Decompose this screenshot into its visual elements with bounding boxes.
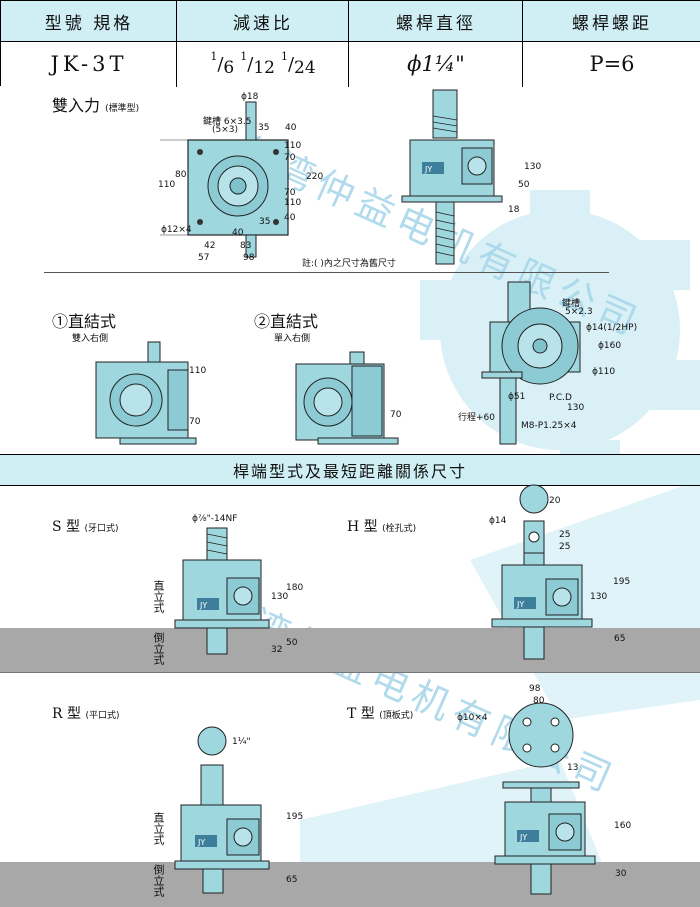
- pitch-value: P=6: [523, 41, 700, 87]
- svg-text:JY: JY: [516, 600, 524, 609]
- motor-dim-51: ϕ51: [508, 392, 526, 402]
- dim-80: 80: [175, 170, 187, 180]
- upright-label-1: 直立式: [152, 580, 165, 613]
- r-type-title: R 型 (平口式): [52, 706, 120, 722]
- dim-key-label-old: (5×3): [212, 125, 239, 135]
- svg-text:JY: JY: [519, 833, 527, 842]
- t-dim-98: 98: [529, 684, 541, 694]
- caption-ratio: 減速比: [177, 1, 349, 41]
- r-dim-195: 195: [286, 812, 304, 822]
- direct-2-dim-70: 70: [390, 410, 402, 420]
- divider-1: [44, 272, 609, 273]
- r-dim-65: 65: [286, 875, 298, 885]
- direct-type-1-drawing: [95, 341, 197, 445]
- motor-key-size: 5×2.3: [565, 307, 593, 317]
- direct-type-2-title: ②直結式: [254, 312, 319, 331]
- direct-1-dim-110: 110: [189, 366, 207, 376]
- double-input-front-view: [160, 101, 289, 258]
- s-dim-50: 50: [286, 638, 298, 648]
- motor-dim-pcd: P.C.D: [549, 393, 572, 403]
- floor-band-2: [0, 862, 700, 907]
- upright-label-2: 直立式: [152, 812, 165, 845]
- h-dim-25b: 25: [559, 542, 571, 552]
- h-dim-14: ϕ14: [489, 516, 507, 526]
- dim-35-bottom: 35: [259, 217, 271, 227]
- s-thread: ϕ⅞"-14NF: [192, 514, 238, 524]
- direct-type-2-drawing: [295, 351, 399, 445]
- s-dim-180: 180: [286, 583, 304, 593]
- motor-key: 鍵槽: [562, 299, 581, 309]
- r-dim-diameter: 1¼": [232, 737, 251, 747]
- double-input-side-view: JY: [401, 89, 503, 265]
- svg-text:JY: JY: [197, 838, 205, 847]
- side-dim-50: 50: [518, 180, 530, 190]
- dim-40-bottom: 40: [284, 213, 296, 223]
- svg-text:JY: JY: [424, 165, 432, 174]
- screw-diameter-value: ϕ1¼": [349, 41, 523, 87]
- side-dim-18: 18: [508, 205, 520, 215]
- dim-shaft-dia: ϕ18: [241, 92, 259, 102]
- h-type-drawing: JY: [491, 484, 593, 660]
- direct-type-1-title: ①直結式: [52, 312, 117, 331]
- motor-dim-130: 130: [567, 403, 585, 413]
- direct-1-dim-70: 70: [189, 417, 201, 427]
- floor-band-1: [0, 628, 700, 672]
- r-type-drawing: JY: [174, 726, 270, 894]
- h-dim-25a: 25: [559, 530, 571, 540]
- motor-dim-110: ϕ110: [592, 367, 616, 377]
- h-dim-65: 65: [614, 634, 626, 644]
- rod-end-types-title: 桿端型式及最短距離關係尺寸: [0, 454, 700, 486]
- h-dim-130: 130: [590, 592, 608, 602]
- section1-title: 雙入力 (標準型): [52, 96, 140, 115]
- t-type-title: T 型 (頂板式): [347, 706, 414, 722]
- s-type-drawing: JY: [174, 527, 270, 655]
- spec-header-table: 型號 規格 減速比 螺桿直徑 螺桿螺距 JK-3T 1/6 1/12 1/24 …: [0, 0, 700, 87]
- divider-3: [0, 672, 700, 673]
- dim-35-top: 35: [258, 123, 270, 133]
- h-type-title: H 型 (栓孔式): [347, 519, 417, 535]
- dim-110-left: 110: [158, 180, 176, 190]
- model-value: JK-3T: [1, 41, 177, 87]
- motor-bolt: M8-P1.25×4: [521, 421, 577, 431]
- dim-110-top: 110: [284, 141, 302, 151]
- caption-pitch: 螺桿螺距: [523, 1, 700, 41]
- dim-42: 42: [204, 241, 216, 251]
- t-dim-bolt: ϕ10×4: [457, 713, 488, 723]
- dim-98: 98: [243, 253, 255, 263]
- direct-type-1-subtitle: 雙入右側: [72, 334, 109, 344]
- dim-220: 220: [306, 172, 324, 182]
- inverted-label-1: 倒立式: [152, 632, 165, 665]
- dim-57: 57: [198, 253, 210, 263]
- dim-40-top: 40: [285, 123, 297, 133]
- dim-bolt: ϕ12×4: [161, 225, 192, 235]
- t-dim-160: 160: [614, 821, 632, 831]
- caption-model: 型號 規格: [1, 1, 177, 41]
- s-type-title: S 型 (牙口式): [52, 519, 119, 535]
- dim-40-b: 40: [232, 228, 244, 238]
- caption-screw-diameter: 螺桿直徑: [349, 1, 523, 41]
- ratio-value: 1/6 1/12 1/24: [177, 41, 349, 87]
- h-dim-195: 195: [613, 577, 631, 587]
- dim-key-label: 鍵槽 6×3.5: [203, 117, 252, 127]
- motor-dim-160: ϕ160: [598, 341, 622, 351]
- size-note: 註:( )內之尺寸為舊尺寸: [302, 259, 396, 269]
- h-dim-20: 20: [549, 496, 561, 506]
- t-dim-13: 13: [567, 763, 579, 773]
- direct-type-2-subtitle: 單入右側: [274, 334, 311, 344]
- motor-dim-shaft: ϕ14(1/2HP): [586, 323, 638, 333]
- motor-stroke: 行程+60: [458, 413, 495, 423]
- inverted-label-2: 倒立式: [152, 864, 165, 897]
- t-dim-80: 80: [533, 696, 545, 706]
- s-dim-32: 32: [271, 645, 283, 655]
- side-dim-130: 130: [524, 162, 542, 172]
- motor-mount-drawing: [481, 281, 581, 445]
- svg-text:JY: JY: [199, 601, 207, 610]
- dim-110-bottom: 110: [284, 198, 302, 208]
- dim-83: 83: [240, 241, 252, 251]
- t-type-drawing: JY: [494, 702, 596, 895]
- s-dim-130: 130: [271, 592, 289, 602]
- t-dim-30: 30: [615, 869, 627, 879]
- dim-70-bottom: 70: [284, 188, 296, 198]
- dim-70-top: 70: [284, 153, 296, 163]
